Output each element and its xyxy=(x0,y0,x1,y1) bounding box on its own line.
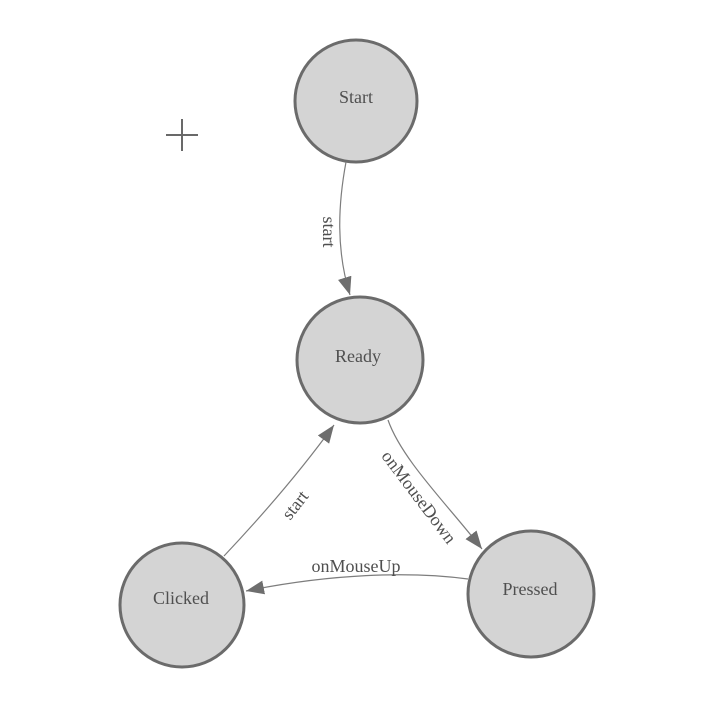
transition-edge-ready-to-pressed[interactable] xyxy=(387,419,483,550)
state-node-pressed[interactable]: Pressed xyxy=(466,529,596,659)
state-label-ready: Ready xyxy=(335,346,381,366)
state-node-start[interactable]: Start xyxy=(293,38,419,164)
transition-label-ready-to-pressed: onMouseDown xyxy=(378,447,461,548)
transition-edge-start-to-ready[interactable] xyxy=(337,161,352,296)
state-label-start: Start xyxy=(339,87,373,107)
transition-edge-clicked-to-ready[interactable] xyxy=(223,424,335,557)
state-circle-start[interactable] xyxy=(293,38,419,164)
state-circle-clicked[interactable] xyxy=(118,541,246,669)
state-label-clicked: Clicked xyxy=(153,588,209,608)
state-node-clicked[interactable]: Clicked xyxy=(118,541,246,669)
transition-label-pressed-to-clicked: onMouseUp xyxy=(312,556,401,576)
transition-edge-pressed-to-clicked[interactable] xyxy=(245,574,469,595)
plus-crosshair-icon xyxy=(166,119,198,151)
state-node-ready[interactable]: Ready xyxy=(295,295,425,425)
transition-label-start-to-ready: start xyxy=(319,217,339,248)
state-label-pressed: Pressed xyxy=(503,579,558,599)
state-circle-pressed[interactable] xyxy=(466,529,596,659)
state-circle-ready[interactable] xyxy=(295,295,425,425)
transition-label-clicked-to-ready: start xyxy=(278,487,313,524)
